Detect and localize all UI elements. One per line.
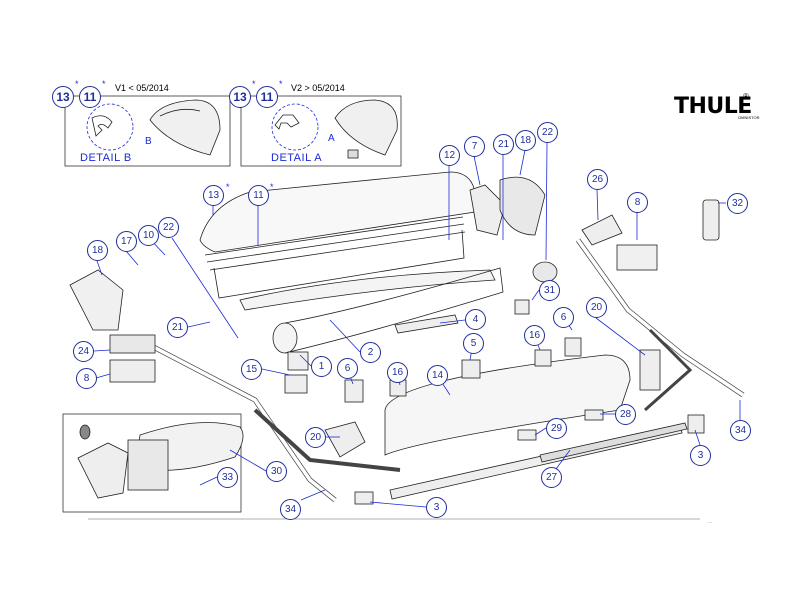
brand-registered-mark: ® (743, 92, 749, 101)
callout-20-left[interactable]: 20 (305, 427, 326, 448)
callout-8-right[interactable]: 8 (627, 192, 648, 213)
callout-17[interactable]: 17 (116, 231, 137, 252)
callout-11-detail-b[interactable]: 11 (79, 86, 101, 108)
asterisk-13: * (226, 182, 230, 192)
callout-11[interactable]: 11 (248, 185, 269, 206)
asterisk-13-b: * (75, 79, 79, 89)
callout-6-left[interactable]: 6 (337, 358, 358, 379)
detail-b-box (64, 95, 231, 167)
callout-5[interactable]: 5 (463, 333, 484, 354)
callout-18-left[interactable]: 18 (87, 240, 108, 261)
callout-11-detail-a[interactable]: 11 (256, 86, 278, 108)
asterisk-13-a: * (252, 79, 256, 89)
detail-b-label: DETAIL B (80, 152, 132, 164)
callout-21-left[interactable]: 21 (167, 317, 188, 338)
callout-14[interactable]: 14 (427, 365, 448, 386)
version-label-v2: V2 > 05/2014 (291, 83, 345, 93)
callout-6-right[interactable]: 6 (553, 307, 574, 328)
callout-13-detail-b[interactable]: 13 (52, 86, 74, 108)
callout-21-top[interactable]: 21 (493, 134, 514, 155)
callout-13-detail-a[interactable]: 13 (229, 86, 251, 108)
callout-15[interactable]: 15 (241, 359, 262, 380)
callout-26[interactable]: 26 (587, 169, 608, 190)
detail-b-letter: B (145, 136, 152, 147)
callout-27[interactable]: 27 (541, 467, 562, 488)
detail-a-label: DETAIL A (271, 152, 323, 164)
callout-8-left[interactable]: 8 (76, 368, 97, 389)
callout-10[interactable]: 10 (138, 225, 159, 246)
callout-22-top[interactable]: 22 (537, 122, 558, 143)
brand-subtitle: OMNISTOR (738, 115, 760, 120)
callout-29[interactable]: 29 (546, 418, 567, 439)
callout-22-left[interactable]: 22 (158, 217, 179, 238)
asterisk-11-b: * (102, 79, 106, 89)
callout-20-right[interactable]: 20 (586, 297, 607, 318)
detail-a-box (240, 95, 402, 167)
version-label-v1: V1 < 05/2014 (115, 83, 169, 93)
callout-4[interactable]: 4 (465, 309, 486, 330)
callout-28[interactable]: 28 (615, 404, 636, 425)
callout-33[interactable]: 33 (217, 467, 238, 488)
callout-18-top[interactable]: 18 (515, 130, 536, 151)
callout-13[interactable]: 13 (203, 185, 224, 206)
drawing-footnote: ... (708, 519, 713, 525)
callout-34-right[interactable]: 34 (730, 420, 751, 441)
asterisk-11: * (270, 182, 274, 192)
callout-7[interactable]: 7 (464, 136, 485, 157)
callout-12[interactable]: 12 (439, 145, 460, 166)
motor-detail-box (62, 413, 242, 513)
brand-logo: THULE (674, 94, 752, 119)
callout-3-left[interactable]: 3 (426, 497, 447, 518)
callout-30[interactable]: 30 (266, 461, 287, 482)
callout-16-left[interactable]: 16 (387, 362, 408, 383)
callout-2[interactable]: 2 (360, 342, 381, 363)
callout-32[interactable]: 32 (727, 193, 748, 214)
detail-a-letter: A (328, 133, 335, 144)
callout-24[interactable]: 24 (73, 341, 94, 362)
callout-34-left[interactable]: 34 (280, 499, 301, 520)
asterisk-11-a: * (279, 79, 283, 89)
callout-31[interactable]: 31 (539, 280, 560, 301)
callout-1[interactable]: 1 (311, 356, 332, 377)
callout-16-right[interactable]: 16 (524, 325, 545, 346)
callout-3-right[interactable]: 3 (690, 445, 711, 466)
